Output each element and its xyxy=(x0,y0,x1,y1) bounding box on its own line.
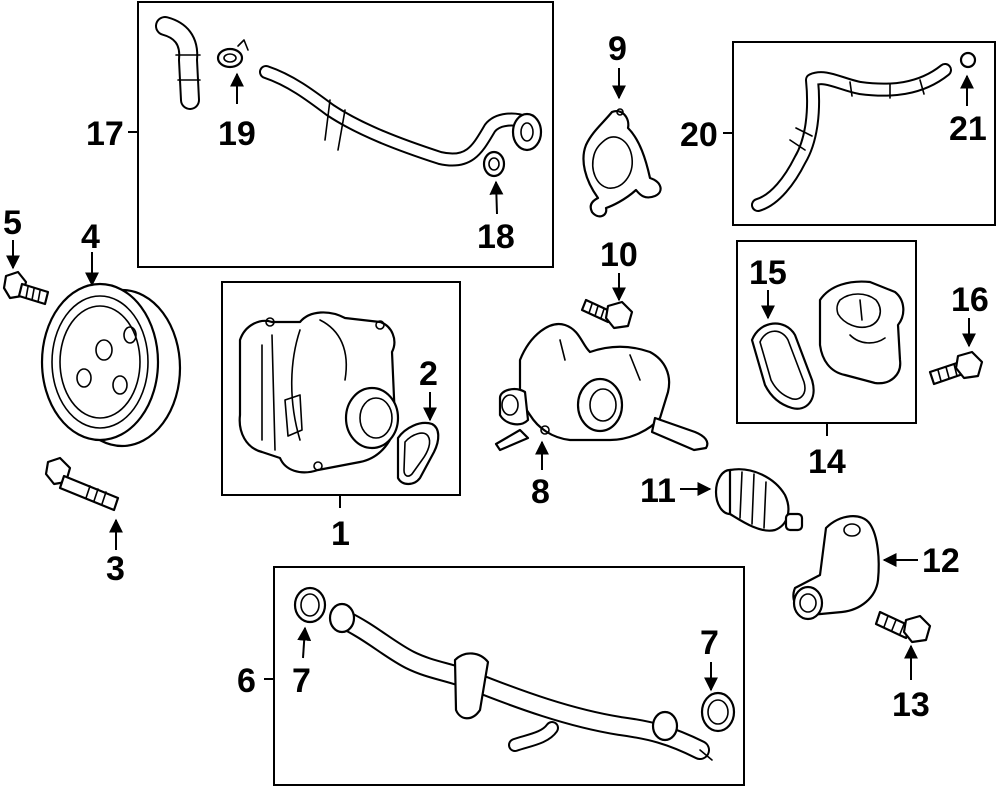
bolt-5 xyxy=(2,270,50,306)
callout-16: 16 xyxy=(951,281,989,319)
leader-18 xyxy=(489,180,504,215)
water-pump-1 xyxy=(238,311,400,474)
callout-14: 14 xyxy=(808,443,846,481)
pulley-4 xyxy=(40,282,182,448)
callout-10: 10 xyxy=(600,236,638,274)
upper-hose-17 xyxy=(155,16,201,110)
bolt-13 xyxy=(874,610,932,644)
bolt-10 xyxy=(580,298,634,330)
gasket-15 xyxy=(750,322,815,410)
bolt-3 xyxy=(44,456,120,512)
bolt-16 xyxy=(928,350,984,386)
callout-9: 9 xyxy=(608,30,627,68)
group-box-17 xyxy=(137,1,554,268)
callout-3: 3 xyxy=(106,550,125,588)
callout-11: 11 xyxy=(640,472,676,510)
callout-13: 13 xyxy=(892,686,930,724)
callout-5: 5 xyxy=(3,204,22,242)
callout-1: 1 xyxy=(331,515,350,553)
hose-clamp-19 xyxy=(216,39,249,69)
thermostat-cover-14 xyxy=(818,280,905,385)
coolant-pipe-6 xyxy=(328,602,713,761)
o-ring-18 xyxy=(482,150,506,178)
thermostat-housing-8 xyxy=(494,322,709,452)
callout-15: 15 xyxy=(749,254,787,292)
callout-4: 4 xyxy=(81,218,100,256)
leader-7-left xyxy=(297,626,312,659)
callout-7-right: 7 xyxy=(700,624,719,662)
coolant-pipe-17 xyxy=(259,65,543,167)
callout-2: 2 xyxy=(419,355,438,393)
thermostat-11 xyxy=(714,468,804,532)
callout-7-left: 7 xyxy=(292,662,311,700)
callout-18: 18 xyxy=(477,218,515,256)
callout-19: 19 xyxy=(218,115,256,153)
o-ring-7-right xyxy=(700,691,736,733)
callout-8: 8 xyxy=(531,473,550,511)
o-ring-7-left xyxy=(293,586,327,624)
callout-21: 21 xyxy=(949,110,987,148)
gasket-9 xyxy=(582,108,662,218)
gasket-2 xyxy=(396,421,440,486)
callout-6: 6 xyxy=(237,662,256,700)
callout-12: 12 xyxy=(922,542,960,580)
group-box-6 xyxy=(273,566,745,786)
hose-20 xyxy=(751,63,952,212)
callout-20: 20 xyxy=(680,116,718,154)
water-outlet-12 xyxy=(792,515,880,621)
clamp-21 xyxy=(959,51,977,69)
callout-17: 17 xyxy=(86,115,124,153)
